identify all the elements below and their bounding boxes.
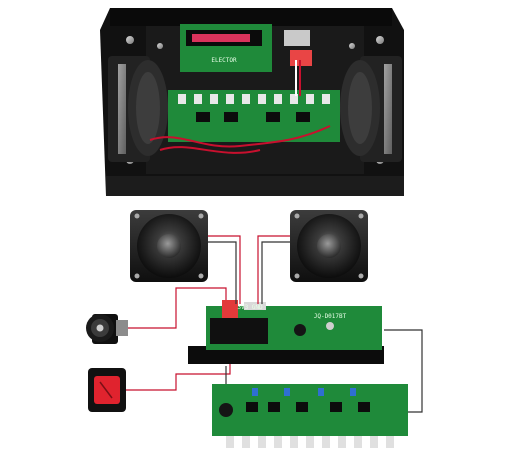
display-module-label: ELECTOR <box>211 57 237 64</box>
left-speaker-side <box>108 56 168 162</box>
amplifier-board-top <box>168 90 340 142</box>
speaker-right <box>290 210 368 282</box>
speaker-left <box>130 210 208 282</box>
right-speaker-side <box>340 56 402 162</box>
header-pin-label: 3V3 GND <box>237 304 263 311</box>
connection-wires <box>126 235 423 413</box>
display-module-top: ELECTOR <box>180 24 312 72</box>
vu-meter-amplifier-board <box>212 384 408 448</box>
dc-power-jack <box>86 314 128 344</box>
bluetooth-decoder-board: JQ-D017BT 3V3 GND <box>188 300 384 364</box>
board-model-label: JQ-D017BT <box>314 313 347 320</box>
internal-wiring <box>149 60 331 154</box>
rocker-switch <box>88 368 126 412</box>
